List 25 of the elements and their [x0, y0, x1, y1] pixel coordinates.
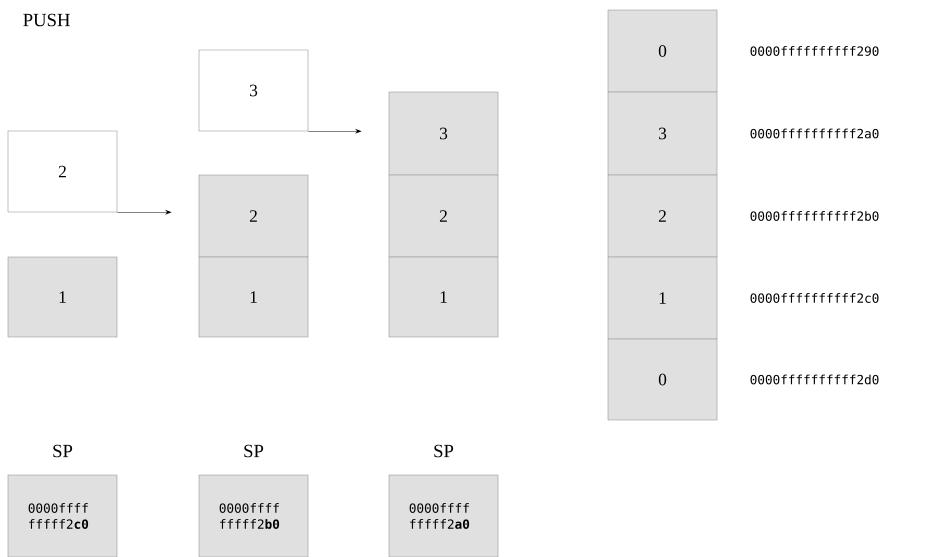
- stack-cell: 3: [198, 50, 308, 132]
- address-label: 0000ffffffffff2c0: [750, 293, 879, 303]
- node-label: SP: [244, 444, 264, 458]
- stack-cell: 1: [198, 256, 308, 338]
- address-label: 0000ffffffffff2d0: [750, 374, 879, 384]
- stack-cell: 1: [388, 256, 498, 338]
- address-label: 0000ffffffffff2b0: [750, 211, 879, 221]
- title: PUSH: [23, 14, 70, 26]
- stack-cell: 2: [388, 174, 498, 258]
- stack-cell: 0: [608, 338, 718, 420]
- stack-cell: 3: [608, 92, 718, 176]
- stack-cell: 0: [608, 10, 718, 92]
- register-box: 0000ffff fffff2b0 SP: [198, 444, 308, 557]
- stack-cell: 2: [608, 174, 718, 258]
- stack-cell: 1: [8, 256, 118, 338]
- address-label: 0000ffffffffff290: [750, 46, 879, 56]
- stack-cell: 3: [388, 92, 498, 176]
- stack-cell: 1: [608, 256, 718, 340]
- register-box: 0000ffff fffff2a0 SP: [388, 444, 498, 557]
- address-label: 0000ffffffffff2a0: [750, 128, 879, 138]
- register-box: 0000ffff fffff2c0 SP: [8, 444, 118, 557]
- node-label: SP: [53, 444, 72, 458]
- stack-cell: 2: [198, 174, 308, 258]
- node-label: SP: [434, 444, 454, 458]
- stack-cell: 2: [8, 130, 118, 212]
